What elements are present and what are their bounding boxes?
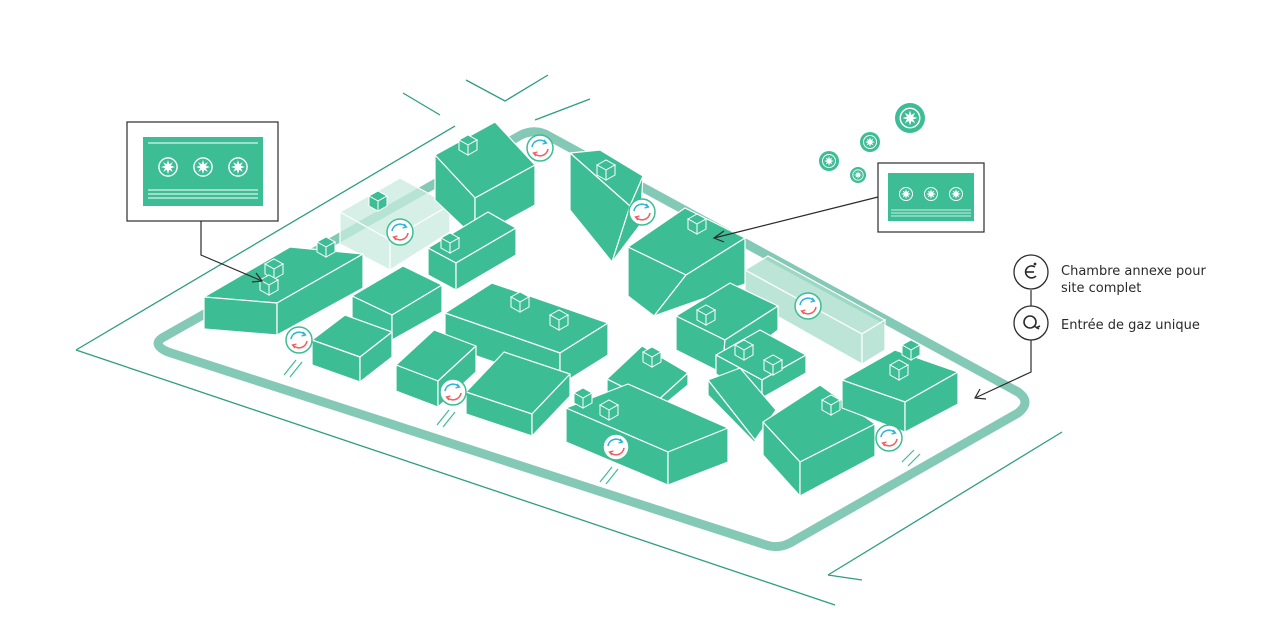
callout-fan-panel-right <box>877 162 985 233</box>
gas-entry-icon <box>1013 305 1049 341</box>
ghost-building-west <box>338 177 452 272</box>
legend-gas-label: Entrée de gaz unique <box>1061 318 1200 333</box>
service-connections <box>283 359 921 485</box>
legend-annex-label: Chambre annexe pour site complet <box>1061 264 1206 296</box>
streets <box>75 74 1063 606</box>
callout-fan-panel-left <box>126 121 279 222</box>
buildings <box>203 121 959 497</box>
annex-chamber-icon <box>1013 254 1049 290</box>
callout-arrows <box>200 196 1032 400</box>
heat-network-loop <box>153 127 1030 552</box>
